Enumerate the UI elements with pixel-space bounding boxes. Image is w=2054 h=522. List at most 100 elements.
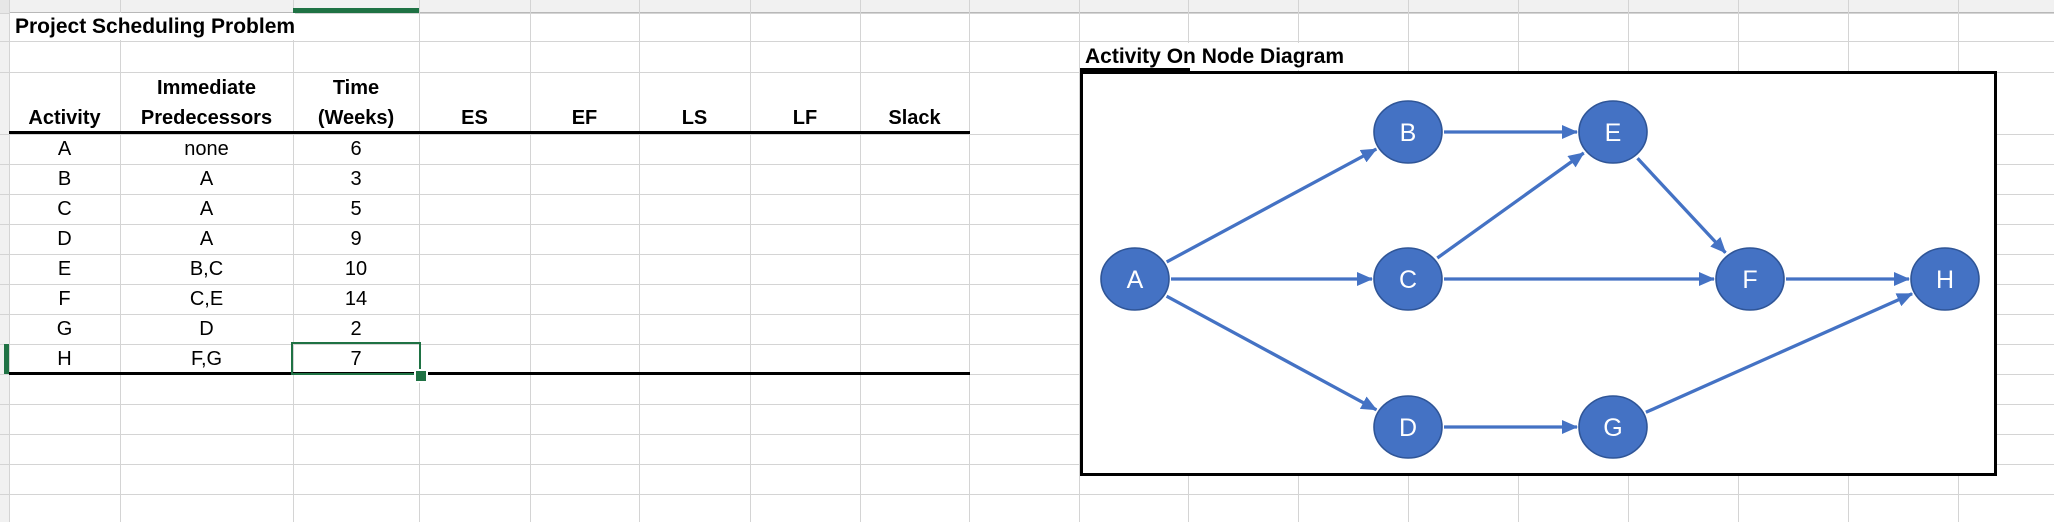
node-circle-E[interactable] (1578, 100, 1648, 164)
table-cell-predecessors-row-D[interactable]: A (199, 228, 214, 250)
node-E[interactable]: E (1578, 100, 1648, 164)
node-C[interactable]: C (1373, 247, 1443, 311)
table-cell-time-row-H[interactable]: 7 (350, 348, 362, 370)
table-cell-activity-row-C[interactable]: C (57, 198, 72, 220)
column-header-strip[interactable] (0, 0, 2054, 13)
table-cell-slack-row-B[interactable] (860, 164, 969, 194)
gridline-horizontal (0, 72, 2054, 73)
node-label-G: G (1603, 414, 1622, 442)
table-cell-activity-row-B[interactable]: B (57, 168, 72, 190)
table-cell-time-row-F[interactable]: 14 (344, 288, 368, 310)
table-cell-lf-row-A[interactable] (750, 134, 860, 164)
table-cell-ef-row-H[interactable] (530, 344, 639, 374)
table-cell-ls-row-C[interactable] (639, 194, 750, 224)
header-ef[interactable]: EF (571, 107, 598, 129)
table-cell-ls-row-G[interactable] (639, 314, 750, 344)
table-cell-activity-row-F[interactable]: F (58, 288, 71, 310)
node-circle-C[interactable] (1373, 247, 1443, 311)
header-predecessors[interactable]: Predecessors (140, 107, 273, 129)
table-cell-ls-row-B[interactable] (639, 164, 750, 194)
node-F[interactable]: F (1715, 247, 1785, 311)
table-cell-ef-row-F[interactable] (530, 284, 639, 314)
node-B[interactable]: B (1373, 100, 1443, 164)
header-ls[interactable]: LS (681, 107, 708, 129)
table-cell-ef-row-A[interactable] (530, 134, 639, 164)
node-G[interactable]: G (1578, 395, 1648, 459)
header-es[interactable]: ES (461, 107, 488, 129)
table-cell-activity-row-D[interactable]: D (57, 228, 72, 250)
table-cell-lf-row-C[interactable] (750, 194, 860, 224)
table-cell-activity-row-E[interactable]: E (57, 258, 72, 280)
selected-cell-outline (291, 342, 421, 375)
header-underline (9, 131, 970, 134)
node-circle-A[interactable] (1100, 247, 1170, 311)
table-cell-lf-row-H[interactable] (750, 344, 860, 374)
table-cell-ef-row-G[interactable] (530, 314, 639, 344)
table-cell-slack-row-A[interactable] (860, 134, 969, 164)
table-cell-slack-row-C[interactable] (860, 194, 969, 224)
table-cell-ls-row-D[interactable] (639, 224, 750, 254)
header-time[interactable]: (Weeks) (317, 107, 395, 129)
table-cell-es-row-G[interactable] (419, 314, 530, 344)
table-cell-time-row-D[interactable]: 9 (350, 228, 362, 250)
table-cell-lf-row-D[interactable] (750, 224, 860, 254)
table-cell-ls-row-E[interactable] (639, 254, 750, 284)
table-cell-es-row-H[interactable] (419, 344, 530, 374)
table-cell-ls-row-A[interactable] (639, 134, 750, 164)
table-cell-predecessors-row-C[interactable]: A (199, 198, 214, 220)
table-cell-predecessors-row-E[interactable]: B,C (189, 258, 224, 280)
table-cell-ls-row-F[interactable] (639, 284, 750, 314)
table-cell-ef-row-C[interactable] (530, 194, 639, 224)
header-slack[interactable]: Slack (888, 107, 941, 129)
table-cell-predecessors-row-B[interactable]: A (199, 168, 214, 190)
gridline-horizontal (0, 164, 2054, 165)
node-circle-F[interactable] (1715, 247, 1785, 311)
table-cell-activity-row-A[interactable]: A (57, 138, 72, 160)
table-cell-es-row-C[interactable] (419, 194, 530, 224)
table-cell-time-row-C[interactable]: 5 (350, 198, 362, 220)
node-circle-B[interactable] (1373, 100, 1443, 164)
header-lf[interactable]: LF (792, 107, 818, 129)
table-cell-predecessors-row-A[interactable]: none (184, 138, 229, 160)
table-cell-es-row-F[interactable] (419, 284, 530, 314)
table-cell-es-row-A[interactable] (419, 134, 530, 164)
table-cell-ef-row-E[interactable] (530, 254, 639, 284)
table-cell-slack-row-D[interactable] (860, 224, 969, 254)
activity-on-node-diagram: A B C D E F G H (1080, 71, 1997, 476)
fill-handle[interactable] (414, 369, 428, 383)
node-H[interactable]: H (1910, 247, 1980, 311)
diagram-title-cell[interactable]: Activity On Node Diagram (1081, 43, 1347, 70)
node-A[interactable]: A (1100, 247, 1170, 311)
table-cell-time-row-G[interactable]: 2 (350, 318, 362, 340)
table-cell-ef-row-D[interactable] (530, 224, 639, 254)
table-cell-slack-row-E[interactable] (860, 254, 969, 284)
table-cell-predecessors-row-G[interactable]: D (199, 318, 214, 340)
select-all-corner[interactable] (0, 0, 9, 13)
table-cell-predecessors-row-H[interactable]: F,G (190, 348, 223, 370)
table-cell-es-row-E[interactable] (419, 254, 530, 284)
node-circle-G[interactable] (1578, 395, 1648, 459)
table-cell-predecessors-row-F[interactable]: C,E (189, 288, 224, 310)
table-cell-es-row-B[interactable] (419, 164, 530, 194)
table-cell-slack-row-H[interactable] (860, 344, 969, 374)
row-header-strip[interactable] (0, 13, 9, 522)
table-cell-es-row-D[interactable] (419, 224, 530, 254)
table-cell-lf-row-B[interactable] (750, 164, 860, 194)
table-cell-activity-row-G[interactable]: G (56, 318, 73, 340)
node-circle-D[interactable] (1373, 395, 1443, 459)
table-cell-slack-row-F[interactable] (860, 284, 969, 314)
table-cell-time-row-B[interactable]: 3 (350, 168, 362, 190)
table-cell-slack-row-G[interactable] (860, 314, 969, 344)
header-activity[interactable]: Activity (28, 107, 101, 129)
table-cell-activity-row-H[interactable]: H (57, 348, 72, 370)
table-cell-lf-row-G[interactable] (750, 314, 860, 344)
sheet-title-cell[interactable]: Project Scheduling Problem (10, 13, 295, 40)
table-cell-ef-row-B[interactable] (530, 164, 639, 194)
table-cell-ls-row-H[interactable] (639, 344, 750, 374)
node-D[interactable]: D (1373, 395, 1443, 459)
node-circle-H[interactable] (1910, 247, 1980, 311)
table-cell-lf-row-E[interactable] (750, 254, 860, 284)
table-cell-time-row-E[interactable]: 10 (344, 258, 368, 280)
table-cell-lf-row-F[interactable] (750, 284, 860, 314)
table-cell-time-row-A[interactable]: 6 (350, 138, 362, 160)
